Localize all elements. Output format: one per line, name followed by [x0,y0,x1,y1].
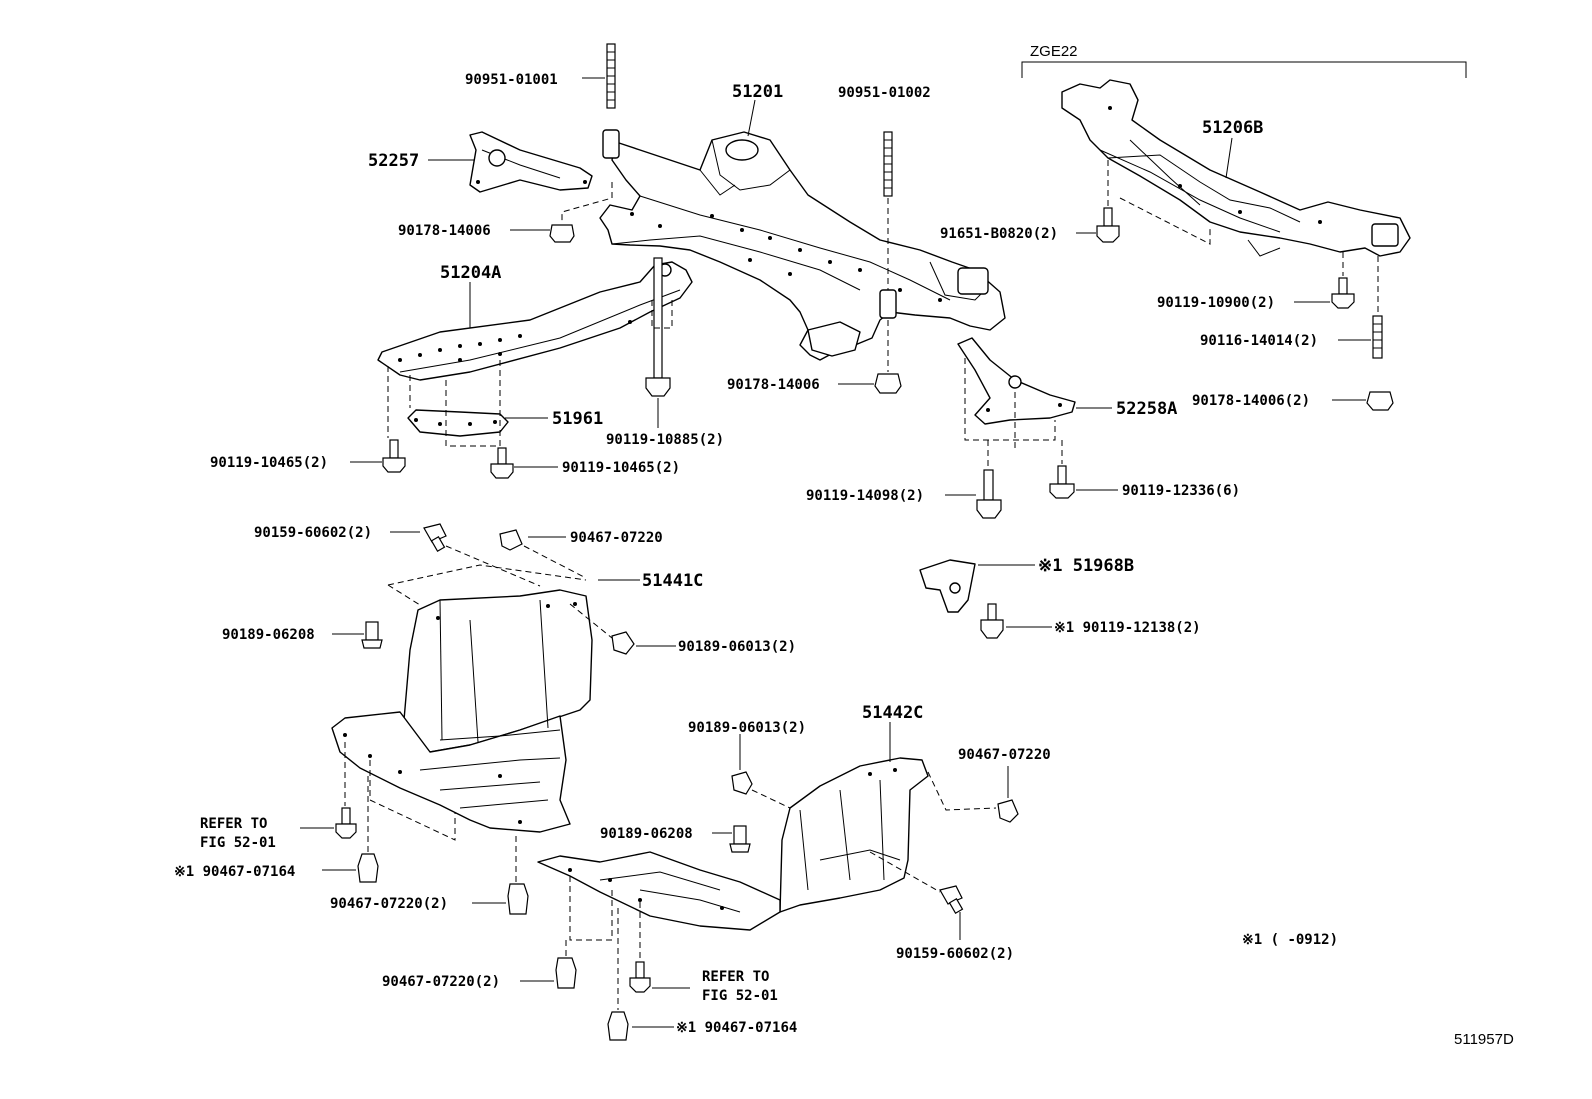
bolt-90119-10465-b[interactable] [490,447,514,479]
label-90467-07220-c: 90467-07220(2) [330,896,448,912]
clip-90189-06208-a[interactable] [361,621,383,649]
screw-90159-60602-b[interactable] [939,885,964,915]
bolt-90119-14098[interactable] [976,469,1002,519]
label-90951-01002: 90951-01002 [838,85,931,101]
clip-90467-07164-a[interactable] [357,853,379,883]
refer-to-b-line2: FIG 52-01 [702,988,778,1004]
clip-90467-07220-b[interactable] [997,799,1019,823]
label-90159-60602-b: 90159-60602(2) [896,946,1014,962]
screw-90159-60602-a[interactable] [423,523,447,553]
bolt-refer-fig-52-01-b[interactable] [629,961,651,993]
variant-bracket: ZGE22 [1021,43,1467,78]
stud-90951-01002[interactable] [883,131,893,197]
bolt-90119-12336[interactable] [1049,465,1075,499]
cover-51441C[interactable] [331,589,593,833]
label-90119-12138: ※1 90119-12138(2) [1054,620,1201,636]
brace-51204A[interactable] [377,261,693,381]
label-51204A: 51204A [440,263,501,283]
label-90951-01001: 90951-01001 [465,72,558,88]
bolt-91651-B0820[interactable] [1096,207,1120,243]
label-90189-06013-b: 90189-06013(2) [688,720,806,736]
label-90119-14098: 90119-14098(2) [806,488,924,504]
label-90467-07164-b: ※1 90467-07164 [676,1020,797,1036]
clip-90189-06013-a[interactable] [611,631,635,655]
bolt-90119-10885[interactable] [645,257,671,397]
label-90189-06208-a: 90189-06208 [222,627,315,643]
variant-label: ZGE22 [1030,43,1078,60]
label-90119-12336: 90119-12336(6) [1122,483,1240,499]
nut-90178-14006-a[interactable] [549,224,575,243]
crossmember-51201[interactable] [599,129,1006,361]
label-51442C: 51442C [862,703,923,723]
clip-90189-06013-b[interactable] [731,771,753,795]
label-90119-10465-b: 90119-10465(2) [562,460,680,476]
label-91651-B0820: 91651-B0820(2) [940,226,1058,242]
label-90178-14006-c: 90178-14006(2) [1192,393,1310,409]
label-90119-10900: 90119-10900(2) [1157,295,1275,311]
bolt-90119-12138[interactable] [980,603,1004,639]
label-90189-06208-b: 90189-06208 [600,826,693,842]
label-51968B: ※1 51968B [1038,556,1134,576]
refer-to-b-line1: REFER TO [702,969,769,985]
label-90467-07220-b: 90467-07220 [958,747,1051,763]
label-51441C: 51441C [642,571,703,591]
label-90178-14006-a: 90178-14006 [398,223,491,239]
clip-90467-07220-d[interactable] [555,957,577,989]
label-90467-07220-a: 90467-07220 [570,530,663,546]
crossmember-51206B[interactable] [1061,79,1411,257]
cover-51442C[interactable] [537,757,929,931]
label-90119-10465-a: 90119-10465(2) [210,455,328,471]
bracket-52258A[interactable] [957,337,1076,425]
stud-90951-01001[interactable] [606,43,616,109]
label-52257: 52257 [368,151,419,171]
clip-90467-07220-c[interactable] [507,883,529,915]
bracket-52257[interactable] [469,131,593,193]
label-52258A: 52258A [1116,399,1177,419]
nut-90178-14006-c[interactable] [1366,391,1394,411]
refer-to-a-line2: FIG 52-01 [200,835,276,851]
label-51206B: 51206B [1202,118,1263,138]
label-90467-07220-d: 90467-07220(2) [382,974,500,990]
diagram-id: 511957D [1454,1031,1514,1048]
bolt-90119-10900[interactable] [1331,277,1355,309]
plate-51961[interactable] [407,409,509,437]
label-90467-07164-a: ※1 90467-07164 [174,864,295,880]
refer-to-a-line1: REFER TO [200,816,267,832]
clip-90467-07164-b[interactable] [607,1011,629,1041]
label-90116-14014: 90116-14014(2) [1200,333,1318,349]
label-90159-60602-a: 90159-60602(2) [254,525,372,541]
bracket-51968B[interactable] [919,559,976,613]
footnote: ※1 ( -0912) [1242,932,1338,948]
bolt-refer-fig-52-01-a[interactable] [335,807,357,839]
label-90119-10885: 90119-10885(2) [606,432,724,448]
nut-90178-14006-b[interactable] [874,373,902,394]
label-90189-06013-a: 90189-06013(2) [678,639,796,655]
clip-90189-06208-b[interactable] [729,825,751,853]
clip-90467-07220-a[interactable] [499,529,523,551]
label-51961: 51961 [552,409,603,429]
label-51201: 51201 [732,82,783,102]
label-90178-14006-b: 90178-14006 [727,377,820,393]
stud-90116-14014[interactable] [1372,315,1383,359]
bolt-90119-10465-a[interactable] [382,439,406,473]
